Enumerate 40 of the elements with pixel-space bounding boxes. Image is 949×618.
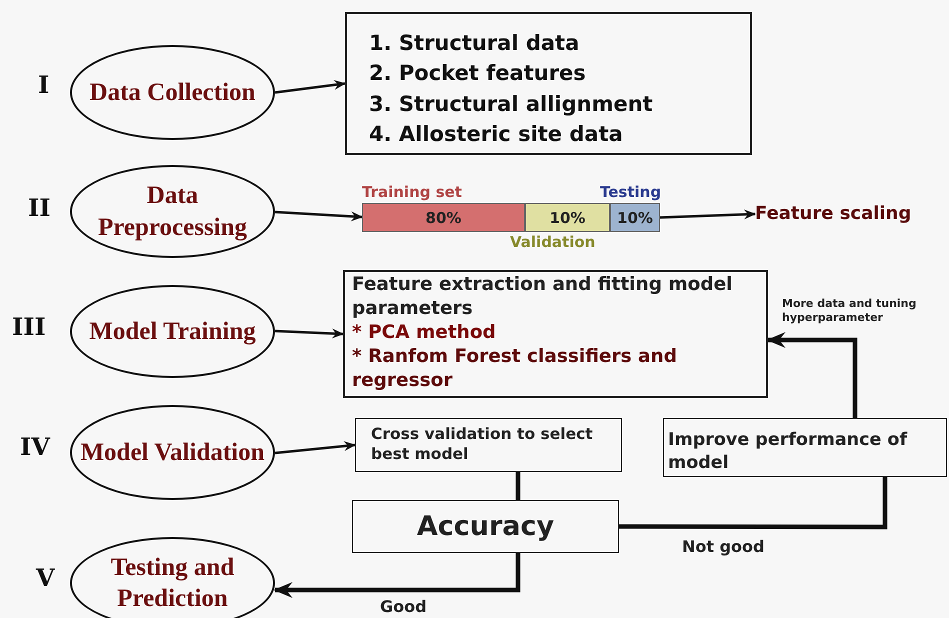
stage-name: Model Validation — [80, 438, 265, 468]
arrow — [274, 210, 363, 222]
result-text: Feature scaling — [755, 203, 949, 227]
box-text: 1. Structural data — [369, 30, 580, 57]
edge-label: Not good — [682, 537, 764, 556]
arrow — [274, 441, 356, 454]
stage-name: Data Collection — [90, 78, 256, 108]
segment-label: Testing — [600, 183, 662, 201]
box-text: 2. Pocket features — [369, 60, 587, 88]
process-box — [345, 12, 752, 155]
box-text: Accuracy — [416, 513, 554, 540]
roman-numeral: I — [38, 70, 50, 99]
roman-numeral: V — [36, 563, 55, 592]
box-text: Improve performance of model — [668, 429, 908, 474]
box-text: Feature extraction and fitting model parameters — [352, 273, 734, 322]
split-bar-segment: 10% — [525, 203, 610, 232]
segment-label: Training set — [362, 183, 462, 201]
split-bar-segment: 10% — [610, 203, 660, 232]
box-text: 4. Allosteric site data — [369, 121, 624, 148]
process-box — [663, 418, 947, 477]
process-box — [355, 418, 622, 472]
box-text: 3. Structural allignment — [369, 90, 654, 118]
process-box — [352, 500, 619, 553]
arrow — [274, 80, 346, 94]
box-text: * Ranfom Forest classifiers and regressor — [352, 345, 678, 394]
stage-name: Model Training — [89, 316, 256, 347]
arrow — [273, 553, 520, 598]
split-bar-segment: 80% — [362, 203, 525, 232]
roman-numeral: III — [12, 312, 46, 341]
arrow — [660, 209, 756, 220]
roman-numeral: II — [28, 193, 50, 222]
stage-name: Testing and Prediction — [110, 552, 236, 614]
box-text: Cross validation to select best model — [371, 424, 594, 464]
segment-label: Validation — [510, 233, 596, 251]
roman-numeral: IV — [20, 432, 50, 461]
process-box — [343, 270, 768, 398]
arrow — [766, 332, 858, 418]
stage-name: Data Preprocessing — [96, 181, 248, 242]
box-text: * PCA method — [352, 321, 497, 346]
arrow — [274, 328, 344, 338]
